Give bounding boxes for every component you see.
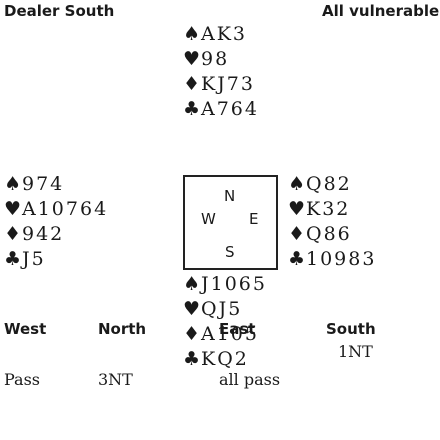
auction-header-north: North: [98, 320, 147, 338]
cards: 98: [201, 48, 230, 70]
club-icon: ♣: [288, 248, 306, 270]
hand-row: ♠AK3: [183, 22, 259, 47]
heart-icon: ♥: [183, 298, 201, 320]
cards: J1065: [201, 273, 267, 295]
hand-row: ♥A10764: [4, 197, 108, 222]
cards: A10764: [22, 198, 109, 220]
compass-south: S: [225, 243, 235, 261]
auction-header-west: West: [4, 320, 47, 338]
hand-south: ♠J1065 ♥QJ5 ♦A105 ♣KQ2: [183, 272, 267, 372]
hand-row: ♥QJ5: [183, 297, 267, 322]
compass-north: N: [224, 187, 236, 205]
heart-icon: ♥: [288, 198, 306, 220]
hand-row: ♥98: [183, 47, 259, 72]
club-icon: ♣: [183, 348, 201, 370]
diamond-icon: ♦: [288, 223, 306, 245]
cards: K32: [306, 198, 351, 220]
hand-west: ♠974 ♥A10764 ♦942 ♣J5: [4, 172, 108, 272]
dealer-label: Dealer South: [4, 2, 115, 20]
spade-icon: ♠: [4, 173, 22, 195]
compass-east: E: [249, 210, 259, 228]
auction-header-south: South: [326, 320, 376, 338]
club-icon: ♣: [4, 248, 22, 270]
cards: KQ2: [201, 348, 249, 370]
hand-row: ♣A764: [183, 97, 259, 122]
auction-header-east: East: [219, 320, 256, 338]
cards: QJ5: [201, 298, 243, 320]
cards: A105: [201, 323, 259, 345]
hand-north: ♠AK3 ♥98 ♦KJ73 ♣A764: [183, 22, 259, 122]
auction-call: 1NT: [338, 342, 373, 361]
spade-icon: ♠: [183, 23, 201, 45]
hand-row: ♦Q86: [288, 222, 376, 247]
cards: KJ73: [201, 73, 255, 95]
hand-row: ♥K32: [288, 197, 376, 222]
hand-row: ♠974: [4, 172, 108, 197]
hand-east: ♠Q82 ♥K32 ♦Q86 ♣10983: [288, 172, 376, 272]
cards: Q86: [306, 223, 352, 245]
hand-row: ♦A105: [183, 322, 267, 347]
hand-row: ♠Q82: [288, 172, 376, 197]
auction-call: Pass: [4, 370, 41, 389]
auction-call: all pass: [219, 370, 281, 389]
hand-row: ♦KJ73: [183, 72, 259, 97]
diamond-icon: ♦: [183, 323, 201, 345]
cards: A764: [201, 98, 259, 120]
auction-call: 3NT: [98, 370, 133, 389]
spade-icon: ♠: [288, 173, 306, 195]
compass-box: N W E S: [183, 175, 278, 270]
hand-row: ♣KQ2: [183, 347, 267, 372]
hand-row: ♣10983: [288, 247, 376, 272]
diamond-icon: ♦: [4, 223, 22, 245]
diamond-icon: ♦: [183, 73, 201, 95]
cards: J5: [22, 248, 46, 270]
cards: AK3: [201, 23, 248, 45]
cards: 10983: [306, 248, 377, 270]
compass-west: W: [201, 210, 216, 228]
heart-icon: ♥: [183, 48, 201, 70]
vulnerability-label: All vulnerable: [322, 2, 440, 20]
cards: 974: [22, 173, 65, 195]
club-icon: ♣: [183, 98, 201, 120]
cards: Q82: [306, 173, 352, 195]
hand-row: ♣J5: [4, 247, 108, 272]
heart-icon: ♥: [4, 198, 22, 220]
cards: 942: [22, 223, 65, 245]
hand-row: ♦942: [4, 222, 108, 247]
hand-row: ♠J1065: [183, 272, 267, 297]
spade-icon: ♠: [183, 273, 201, 295]
